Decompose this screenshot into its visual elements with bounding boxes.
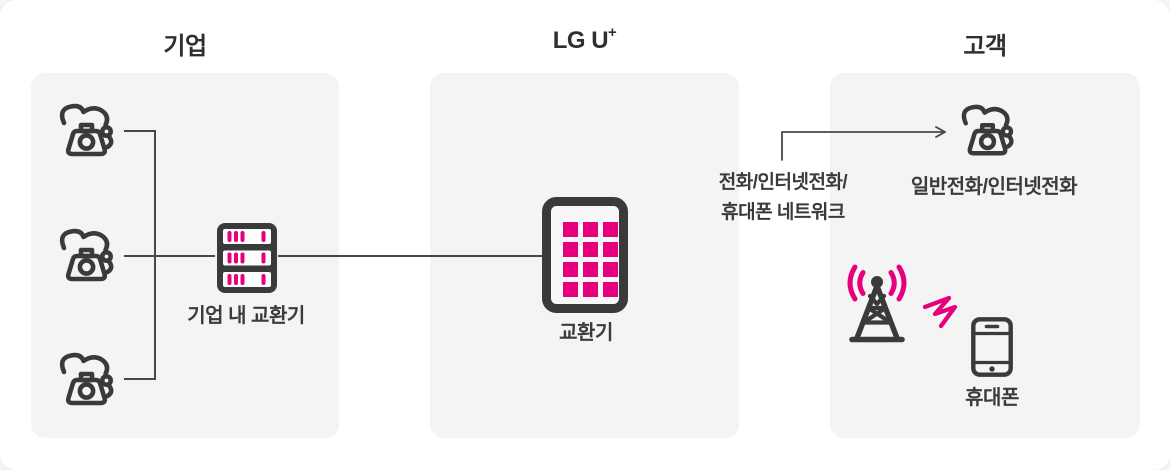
desk-phone-icon	[54, 349, 120, 411]
network-label: 전화/인터넷전화/ 휴대폰 네트워크	[693, 168, 873, 228]
connector-phone1-line	[124, 130, 155, 132]
signal-zigzag-icon	[922, 295, 958, 329]
network-label-line2: 휴대폰 네트워크	[721, 202, 845, 223]
desk-phone-icon	[54, 225, 120, 287]
pbx-label: 기업 내 교환기	[187, 305, 305, 327]
cell-tower-icon	[840, 260, 910, 344]
lguplus-title-text: LG U	[552, 27, 609, 54]
section-title-customer: 고객	[963, 33, 1007, 60]
trunk-line-pbx-to-switch	[278, 255, 542, 257]
mobile-label: 휴대폰	[965, 387, 1019, 409]
lguplus-title-plus: +	[608, 24, 617, 41]
connector-bus-line	[154, 130, 156, 380]
connector-phone3-line	[124, 378, 155, 380]
network-arrow	[773, 123, 955, 165]
landline-phone-icon	[956, 101, 1020, 161]
switch-label: 교환기	[559, 322, 613, 344]
connector-phone2-line	[124, 255, 215, 257]
section-title-lguplus: LG U+	[430, 24, 739, 56]
network-label-line1: 전화/인터넷전화/	[718, 172, 848, 193]
switch-icon	[542, 197, 628, 313]
landline-label: 일반전화/인터넷전화	[910, 176, 1078, 198]
pbx-rack-icon	[215, 221, 279, 295]
section-title-enterprise: 기업	[163, 33, 207, 60]
desk-phone-icon	[54, 100, 120, 162]
smartphone-icon	[971, 317, 1013, 377]
